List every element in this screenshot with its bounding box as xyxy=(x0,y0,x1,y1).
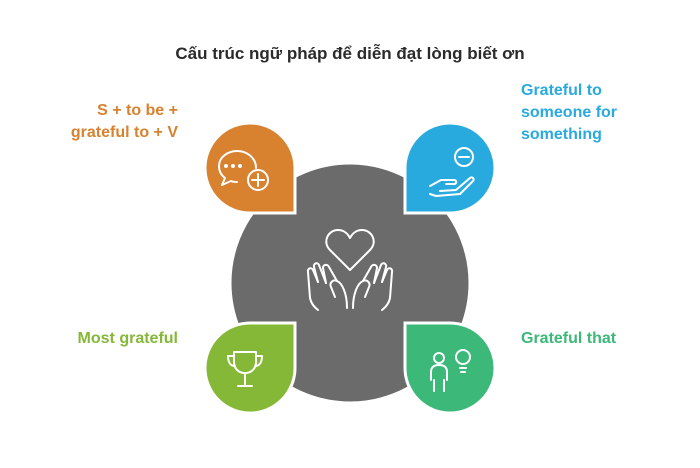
diagram-title: Cấu trúc ngữ pháp để diễn đạt lòng biết … xyxy=(175,44,525,63)
label-line: grateful to + V xyxy=(70,124,178,141)
label-top-right: Grateful to someone for something xyxy=(521,80,691,146)
label-line: Most grateful xyxy=(77,330,178,347)
trophy-icon xyxy=(227,351,263,387)
speech-bubble-plus-icon xyxy=(218,150,269,191)
label-line: S + to be + xyxy=(97,102,178,119)
label-bottom-left: Most grateful xyxy=(8,328,178,350)
petal-top-right xyxy=(403,121,497,215)
petal-bottom-right xyxy=(403,321,497,415)
label-line: Grateful that xyxy=(521,330,617,347)
hand-giving-icon xyxy=(429,147,475,197)
label-line: something xyxy=(521,126,602,143)
heart-hands-icon xyxy=(306,229,394,311)
label-top-left: S + to be + grateful to + V xyxy=(18,100,178,144)
petal-top-left xyxy=(203,121,297,215)
label-bottom-right: Grateful that xyxy=(521,328,691,350)
petal-bottom-left xyxy=(203,321,297,415)
label-line: Grateful to xyxy=(521,82,602,99)
label-line: someone for xyxy=(521,104,618,121)
person-idea-icon xyxy=(430,349,471,392)
